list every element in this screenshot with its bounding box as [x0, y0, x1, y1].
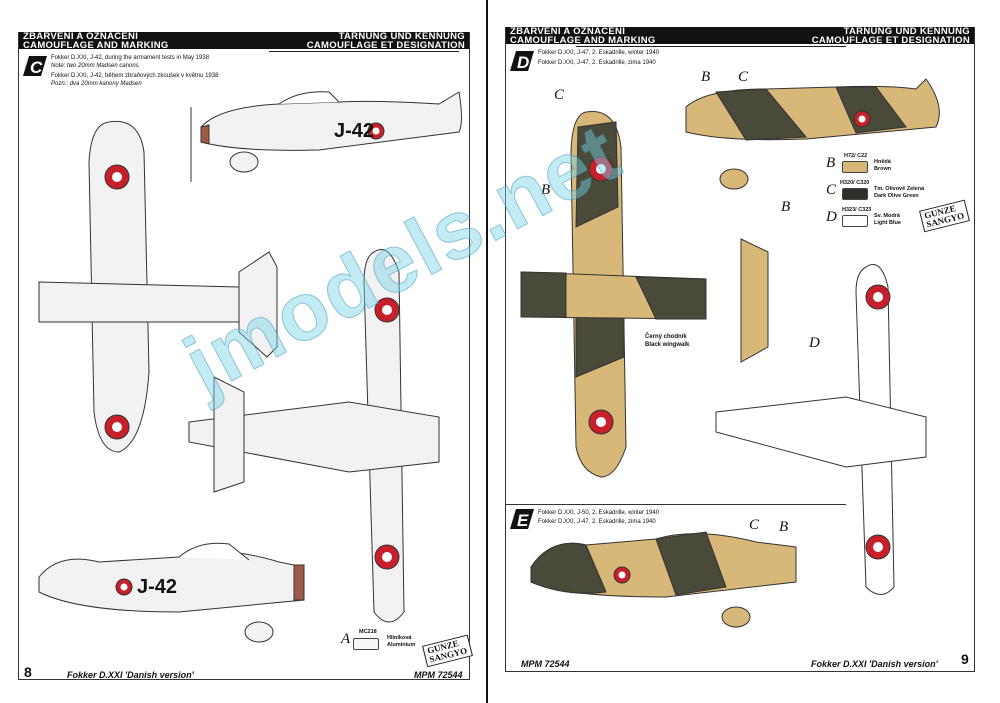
callout-b: B — [541, 182, 551, 198]
swatch-letter: D — [826, 209, 837, 225]
swatch-name-cz: Hnědá — [874, 159, 891, 165]
note-e-en: Fokker D.XXI, J-50, 2. Eskadrille, winte… — [538, 510, 660, 516]
header-en: CAMOUFLAGE AND MARKING — [510, 34, 656, 46]
footer-title: Fokker D.XXI 'Danish version' — [67, 670, 194, 680]
note-e-cz: Fokker D.XXI, J-47, 2. Eskadrille, zima … — [538, 519, 656, 525]
swatch-name-en: Dark Olive Green — [874, 193, 919, 199]
header-fr: CAMOUFLAGE ET DESIGNATION — [811, 34, 970, 46]
svg-text:E: E — [517, 511, 529, 530]
note-en: Fokker D.XXI, J-42, during the armament … — [51, 55, 210, 61]
footer-title: Fokker D.XXI 'Danish version' — [811, 659, 938, 669]
header-en: CAMOUFLAGE AND MARKING — [23, 39, 169, 51]
swatch-code: H323/ C323 — [842, 207, 872, 213]
header-cz: ZBARVENÍ A OZNAČENÍ — [510, 26, 626, 37]
swatch-name-cz: Hliníková — [387, 635, 412, 641]
swatch-letter: B — [826, 155, 836, 171]
callout-d: D — [809, 335, 820, 351]
swatch-code: H72/ C22 — [844, 153, 868, 159]
camo-e-icon: E — [510, 509, 534, 530]
header-rule — [269, 51, 459, 52]
header-fr: CAMOUFLAGE ET DESIGNATION — [306, 39, 465, 51]
footer-kit: MPM 72544 — [521, 659, 570, 669]
fuselage-code-top: J-42 — [334, 120, 375, 142]
swatch-name-cz: Sv. Modrá — [874, 213, 900, 219]
aircraft-drawings-d-e — [520, 78, 940, 628]
top-view — [38, 120, 278, 453]
header-rule — [576, 46, 846, 47]
header-de: TARNUNG UND KENNUNG — [338, 31, 465, 42]
wingwalk-cz: Černý chodník — [645, 334, 687, 340]
swatch-code: H320/ C320 — [840, 180, 870, 186]
section-rule — [506, 504, 846, 505]
side-view-top — [190, 91, 462, 182]
side-view-bottom — [38, 542, 305, 643]
callout-b: B — [781, 199, 791, 215]
camo-d-icon: D — [510, 51, 534, 72]
fuselage-code-bottom: J-42 — [137, 576, 178, 598]
swatch-code: MC218 — [359, 629, 377, 635]
note-cz-2: Pozn.: dva 20mm kanony Madsen — [51, 81, 142, 87]
svg-text:D: D — [517, 53, 529, 72]
swatch-letter: A — [341, 631, 351, 647]
swatch-name-en: Light Blue — [874, 220, 901, 226]
page-number: 8 — [24, 664, 32, 680]
footer-kit: MPM 72544 — [414, 670, 463, 680]
aircraft-drawings-c — [38, 91, 462, 643]
note-d-cz: Fokker D.XXI, J-47, 2. Eskadrille, zima … — [538, 60, 656, 66]
callout-b: B — [701, 69, 711, 85]
header-de: TARNUNG UND KENNUNG — [843, 26, 970, 37]
page-gutter — [486, 0, 488, 703]
note-cz: Fokker D.XXI, J-42, během zbraňových zko… — [51, 73, 219, 79]
callout-c: C — [749, 517, 760, 533]
bottom-view — [188, 249, 440, 623]
swatch-name-en: Aluminium — [387, 642, 416, 648]
swatch-letter: C — [826, 182, 837, 198]
svg-text:C: C — [30, 58, 43, 77]
callout-c: C — [738, 69, 749, 85]
note-d-en: Fokker D.XXI, J-47, 2. Eskadrille, winte… — [538, 50, 660, 56]
swatch-name-cz: Tm. Olivově Zelená — [874, 186, 925, 192]
camo-c-icon: C — [23, 56, 47, 77]
header-cz: ZBARVENÍ A OZNAČENÍ — [23, 31, 139, 42]
note-en-2: Note: two 20mm Madsen canons — [51, 63, 139, 69]
page-number: 9 — [961, 651, 969, 667]
callout-c: C — [554, 87, 565, 103]
wingwalk-en: Black wingwalk — [645, 342, 690, 348]
swatch-name-en: Brown — [874, 166, 892, 172]
callout-b: B — [779, 519, 789, 535]
